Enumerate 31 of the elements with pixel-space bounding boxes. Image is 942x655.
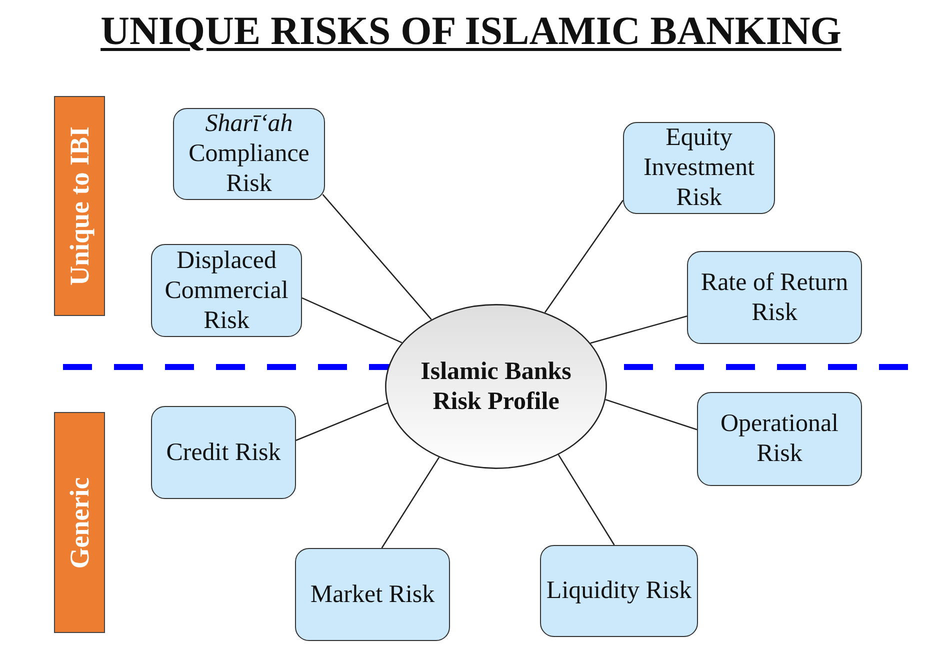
category-label: Unique to IBI <box>64 126 95 286</box>
hub-label: Islamic Banks Risk Profile <box>420 356 572 416</box>
connector-line <box>605 399 698 430</box>
connector-line <box>322 194 432 320</box>
risk-box <box>623 122 775 214</box>
risk-label: Rate of Return Risk <box>700 268 850 328</box>
connector-line <box>544 200 624 313</box>
risk-box <box>540 545 698 637</box>
risk-label: Operational Risk <box>719 409 840 469</box>
risk-label: Equity Investment Risk <box>642 123 756 213</box>
connector-line <box>558 454 615 546</box>
connector-line <box>590 315 688 344</box>
risk-box <box>697 392 862 486</box>
risk-label: Market Risk <box>310 580 435 610</box>
connector-line <box>296 402 388 442</box>
risk-box <box>173 108 325 200</box>
hub-ellipse <box>385 304 607 469</box>
risk-box <box>687 251 862 344</box>
risk-box <box>151 244 302 337</box>
title: UNIQUE RISKS OF ISLAMIC BANKING <box>100 8 842 53</box>
risk-label: Liquidity Risk <box>546 576 692 606</box>
risk-label: Credit Risk <box>166 438 281 468</box>
risk-box <box>295 548 450 641</box>
risk-box <box>151 406 296 499</box>
risk-label: Displaced Commercial Risk <box>164 246 290 336</box>
connector-line <box>302 297 402 344</box>
risk-label: Sharī‘ah Compliance Risk <box>188 109 310 199</box>
category-band <box>54 412 105 633</box>
category-label: Generic <box>64 476 95 568</box>
connector-line <box>381 456 440 548</box>
category-band <box>54 96 105 316</box>
